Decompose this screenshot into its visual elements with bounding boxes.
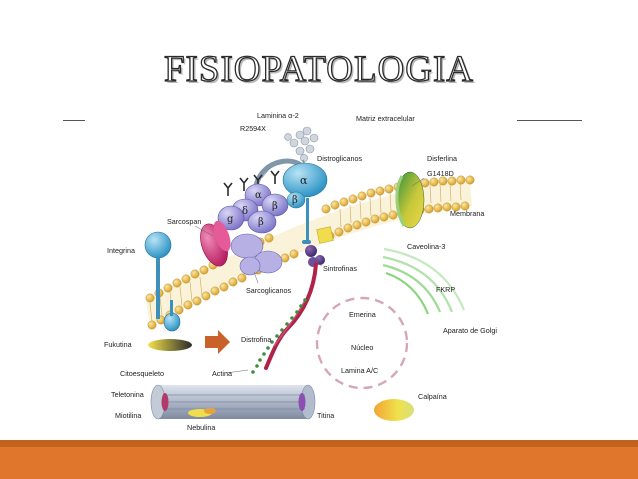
label-actina: Actina <box>212 369 232 378</box>
label-matriz: Matriz extracelular <box>356 114 415 123</box>
left-title-rule <box>63 120 85 121</box>
label-teletonina: Teletonina <box>111 390 144 399</box>
footer-bar-dark <box>0 440 638 447</box>
sarcomere-cylinder <box>150 384 316 420</box>
sg-gamma: g <box>227 214 234 225</box>
fukutina-protein <box>148 339 192 351</box>
disferlina-protein <box>395 171 425 229</box>
label-g1418d: G1418D <box>427 169 454 178</box>
label-sarcospan: Sarcospan <box>167 217 201 226</box>
nucleo-envelope <box>315 296 409 390</box>
right-title-rule <box>517 120 582 121</box>
label-distroglicanos: Distroglicanos <box>317 154 363 163</box>
highlight-arrow <box>205 330 230 354</box>
label-sintrofinas: Sintrofinas <box>323 264 357 273</box>
label-membrana: Membrana <box>450 209 484 218</box>
label-sarcoglicanos: Sarcoglicanos <box>246 286 292 295</box>
caveolina-protein <box>316 226 334 244</box>
sg-beta: β <box>272 201 278 212</box>
label-miotilina: Miotilina <box>115 411 141 420</box>
label-r2594x: R2594X <box>240 124 266 133</box>
label-laminina: Laminina α-2 <box>257 111 299 120</box>
label-titina: Titina <box>317 411 334 420</box>
sarcoglicano-complex: α β δ g β <box>217 170 289 276</box>
label-disferlina: Disferlina <box>427 154 457 163</box>
slide-title: FISIOPATOLOGIA <box>163 48 475 90</box>
label-calpaina: Calpaína <box>418 392 447 401</box>
label-citoesqueleto: Citoesqueleto <box>120 369 164 378</box>
dg-beta: β <box>292 195 298 206</box>
sg-delta: δ <box>242 206 248 217</box>
integrina-protein <box>144 231 181 332</box>
label-aparato: Aparato de Golgi <box>443 326 497 335</box>
aparato-de-golgi <box>382 247 466 315</box>
label-distrofina: Distrofina <box>241 335 271 344</box>
sg-beta-lower: β <box>258 217 264 228</box>
leader-lines <box>194 167 425 374</box>
label-lamina: Lamina A/C <box>341 366 378 375</box>
label-fkrp: FKRP <box>436 285 455 294</box>
label-emerina: Emerina <box>349 310 376 319</box>
footer-bar <box>0 447 638 479</box>
label-nebulina: Nebulina <box>187 423 215 432</box>
label-nucleo: Núcleo <box>351 343 373 352</box>
distrofina-protein <box>264 245 325 370</box>
dg-alpha: α <box>300 174 308 187</box>
muscle-cell-membrane-diagram: α β δ g β α β <box>104 111 497 432</box>
actina-filament <box>251 298 307 374</box>
label-caveolina: Caveolina-3 <box>407 242 445 251</box>
label-fukutina: Fukutina <box>104 340 132 349</box>
sg-alpha: α <box>255 190 262 201</box>
distroglicano-complex: α β <box>282 162 328 244</box>
label-integrina: Integrina <box>107 246 135 255</box>
laminina-structure <box>284 126 319 173</box>
sarcospan-protein <box>200 220 231 267</box>
calpaina-protein <box>374 399 414 421</box>
